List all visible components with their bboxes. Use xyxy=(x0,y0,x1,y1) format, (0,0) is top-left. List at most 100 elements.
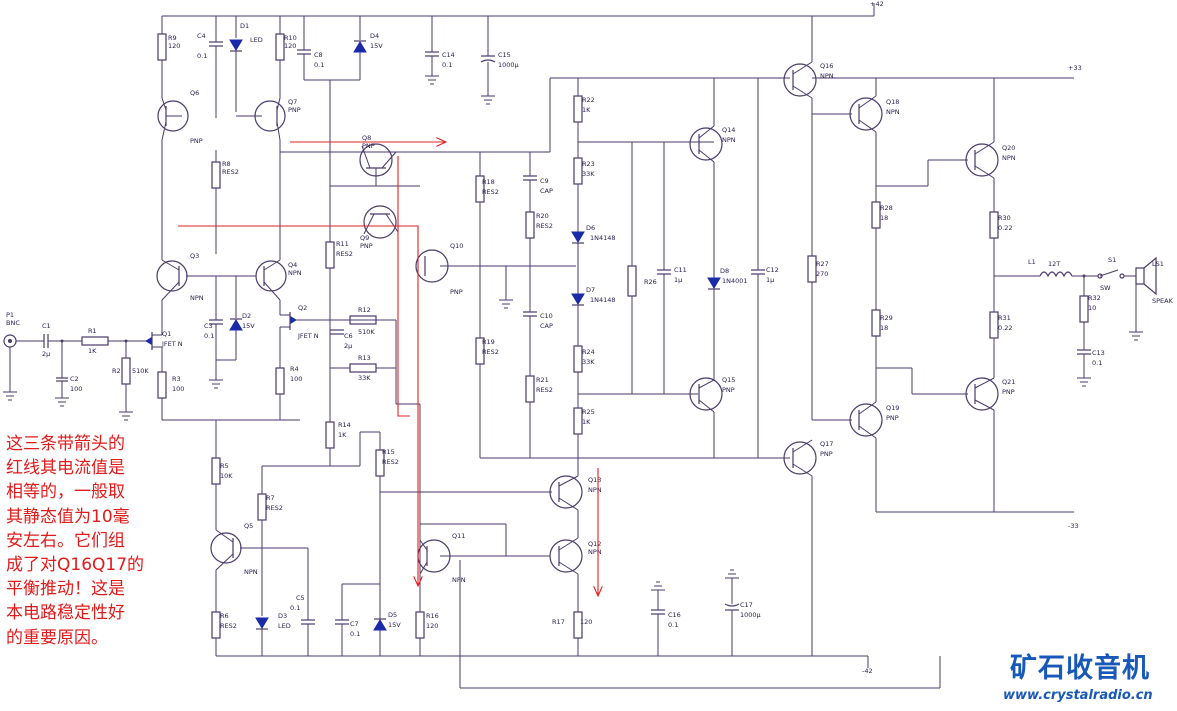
svg-text:100: 100 xyxy=(70,385,82,393)
svg-text:JFET N: JFET N xyxy=(161,340,183,348)
svg-text:C14: C14 xyxy=(442,51,455,59)
svg-text:RES2: RES2 xyxy=(382,458,399,466)
transistor-Q15-icon xyxy=(689,377,723,411)
svg-text:Q5: Q5 xyxy=(244,522,253,530)
svg-text:Q3: Q3 xyxy=(190,252,199,260)
svg-text:C11: C11 xyxy=(674,266,687,274)
svg-text:R4: R4 xyxy=(290,365,299,373)
rail-label-vneg: -42 xyxy=(862,667,873,675)
svg-text:1000μ: 1000μ xyxy=(498,61,519,69)
led-icon xyxy=(229,39,243,51)
svg-text:R32: R32 xyxy=(1088,294,1101,302)
transistor-Q21-icon xyxy=(965,377,999,411)
front-end: R9 120 C4 0.1 D1 LED R10 120 Q6 PNP Q7 P… xyxy=(156,16,330,420)
svg-text:R26: R26 xyxy=(644,278,657,286)
svg-text:JFET N: JFET N xyxy=(297,332,319,340)
annotation-note: 这三条带箭头的 红线其电流值是 相等的，一般取 其静态值为10毫 安左右。它们组… xyxy=(6,432,186,650)
inductor-icon xyxy=(1039,271,1073,278)
current-arrows xyxy=(178,142,598,596)
svg-text:Q7: Q7 xyxy=(288,98,297,106)
rail-label-vpos-out: +33 xyxy=(1068,64,1082,72)
output-stage: Q16 NPN R27 270 Q17 PNP Q18 NPN R28 18 R… xyxy=(783,16,1174,656)
note-line: 成了对Q16Q17的 xyxy=(6,555,145,576)
svg-text:RES2: RES2 xyxy=(266,504,283,512)
svg-text:0.1: 0.1 xyxy=(290,604,300,612)
transistor-Q17-icon xyxy=(783,441,817,475)
svg-text:R13: R13 xyxy=(358,354,371,362)
svg-text:Q6: Q6 xyxy=(190,89,199,97)
svg-text:R29: R29 xyxy=(880,314,893,322)
rail-label-vpos: +42 xyxy=(870,0,884,8)
svg-text:Q21: Q21 xyxy=(1002,378,1015,386)
svg-text:RES2: RES2 xyxy=(222,168,239,176)
svg-text:LS1: LS1 xyxy=(1152,260,1164,268)
svg-text:R24: R24 xyxy=(582,348,595,356)
svg-text:100: 100 xyxy=(290,375,302,383)
svg-text:33K: 33K xyxy=(582,358,595,366)
svg-text:Q13: Q13 xyxy=(588,476,601,484)
svg-text:NPN: NPN xyxy=(190,294,204,302)
svg-text:R27: R27 xyxy=(816,260,829,268)
svg-text:33K: 33K xyxy=(582,170,595,178)
svg-text:R3: R3 xyxy=(172,375,181,383)
diode-D8-icon xyxy=(707,277,721,289)
svg-text:0.1: 0.1 xyxy=(668,621,678,629)
svg-text:C4: C4 xyxy=(197,32,206,40)
transistor-Q6-icon xyxy=(157,100,189,132)
power-rails: +42 -42 +33 -33 xyxy=(162,0,1082,689)
svg-text:12T: 12T xyxy=(1048,260,1060,268)
svg-text:1K: 1K xyxy=(338,431,347,439)
svg-text:R12: R12 xyxy=(358,306,371,314)
svg-text:Q8: Q8 xyxy=(362,134,371,142)
note-line: 红线其电流值是 xyxy=(6,458,125,479)
svg-text:15V: 15V xyxy=(370,42,383,50)
diode-D6-icon xyxy=(571,231,585,243)
svg-text:10K: 10K xyxy=(220,472,233,480)
svg-text:PNP: PNP xyxy=(886,414,899,422)
svg-text:R22: R22 xyxy=(582,96,595,104)
svg-text:1K: 1K xyxy=(582,106,591,114)
svg-text:Q12: Q12 xyxy=(588,540,601,548)
svg-text:NPN: NPN xyxy=(722,136,736,144)
svg-text:CAP: CAP xyxy=(540,322,553,330)
svg-text:Q17: Q17 xyxy=(820,440,833,448)
svg-text:C6: C6 xyxy=(344,332,353,340)
svg-text:15V: 15V xyxy=(242,322,255,330)
svg-text:Q4: Q4 xyxy=(288,261,297,269)
svg-text:120: 120 xyxy=(284,42,296,50)
transistor-Q9-icon xyxy=(363,205,397,239)
svg-text:120: 120 xyxy=(168,42,180,50)
svg-text:SW: SW xyxy=(1100,284,1111,292)
transistor-Q13-icon xyxy=(549,475,583,509)
svg-text:Q2: Q2 xyxy=(298,304,307,312)
svg-text:RES2: RES2 xyxy=(220,622,237,630)
svg-text:Q19: Q19 xyxy=(886,404,899,412)
svg-text:S1: S1 xyxy=(1108,256,1116,264)
svg-text:D8: D8 xyxy=(720,267,729,275)
svg-text:C3: C3 xyxy=(204,322,213,330)
svg-text:RES2: RES2 xyxy=(536,386,553,394)
svg-text:R31: R31 xyxy=(998,314,1011,322)
transistor-Q20-icon xyxy=(965,143,999,177)
svg-text:PNP: PNP xyxy=(820,450,833,458)
speaker-icon xyxy=(1135,267,1145,285)
svg-text:R23: R23 xyxy=(582,160,595,168)
svg-text:R15: R15 xyxy=(382,448,395,456)
svg-text:R20: R20 xyxy=(536,212,549,220)
rail-label-vneg-out: -33 xyxy=(1068,522,1079,530)
svg-text:Q16: Q16 xyxy=(820,62,833,70)
svg-text:RES2: RES2 xyxy=(482,188,499,196)
svg-text:0.1: 0.1 xyxy=(204,332,214,340)
svg-text:NPN: NPN xyxy=(820,72,834,80)
ground-icon xyxy=(3,391,17,401)
transistor-Q12-icon xyxy=(549,539,583,573)
svg-text:120: 120 xyxy=(580,618,592,626)
svg-text:R5: R5 xyxy=(220,462,229,470)
svg-text:R11: R11 xyxy=(336,240,349,248)
svg-text:NPN: NPN xyxy=(588,548,602,556)
svg-text:R2: R2 xyxy=(112,367,121,375)
svg-text:NPN: NPN xyxy=(244,568,258,576)
svg-text:PNP: PNP xyxy=(360,242,373,250)
svg-text:C7: C7 xyxy=(350,620,359,628)
note-line: 平衡推动！这是 xyxy=(6,579,125,600)
